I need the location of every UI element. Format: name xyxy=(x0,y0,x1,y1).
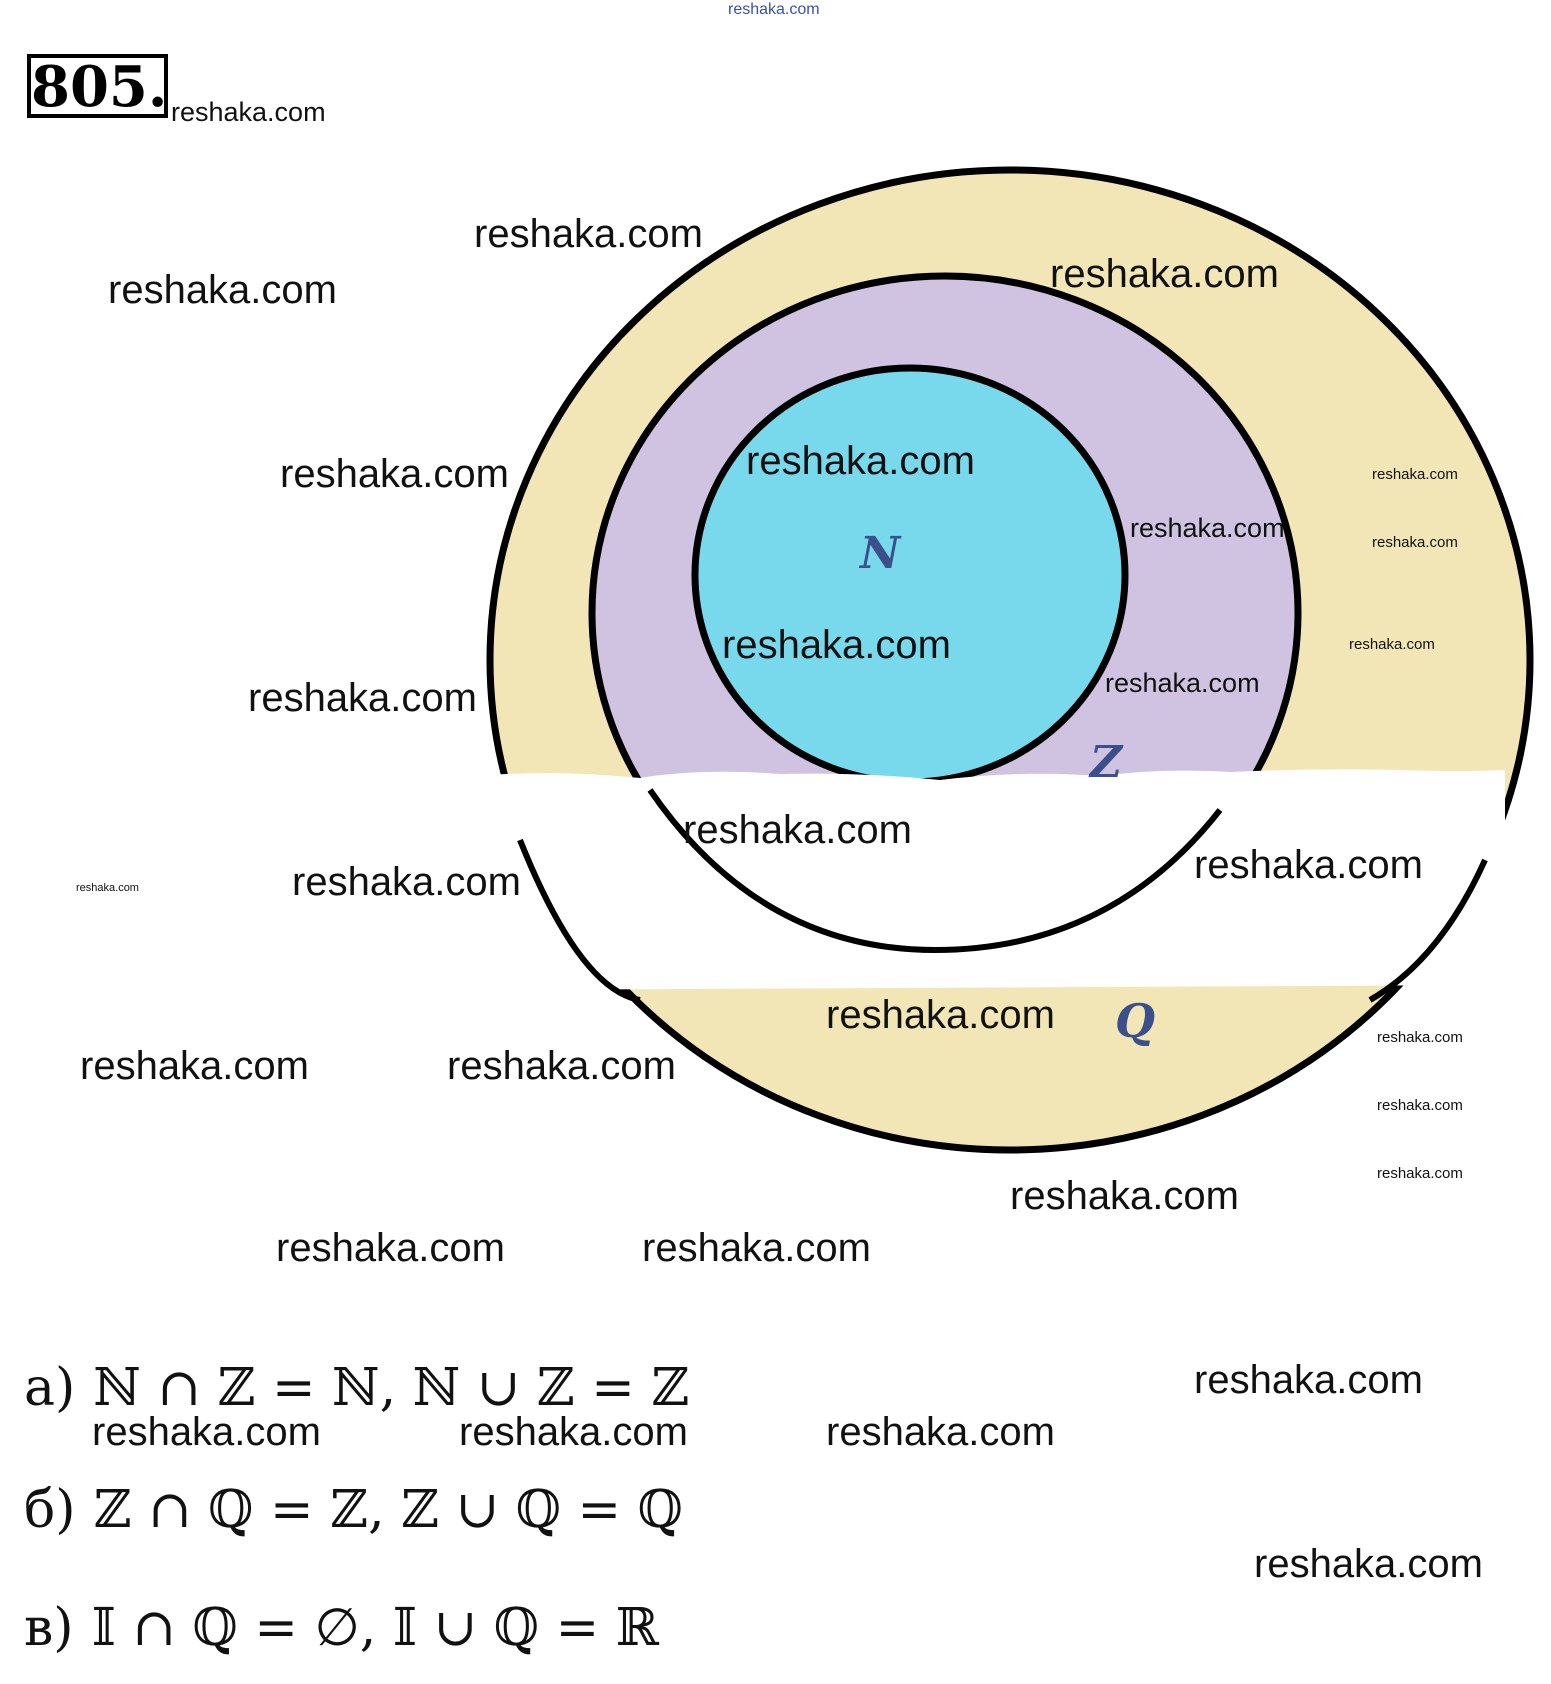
watermark: reshaka.com xyxy=(76,882,139,894)
watermark: reshaka.com xyxy=(1010,1174,1239,1218)
answer-a-expression: ℕ ∩ ℤ = ℕ, ℕ ∪ ℤ = ℤ xyxy=(93,1358,690,1418)
watermark: reshaka.com xyxy=(728,1,820,18)
watermark: reshaka.com xyxy=(1372,466,1458,483)
rationals-label: Q xyxy=(1115,994,1155,1048)
integers-label: Z xyxy=(1088,737,1124,788)
problem-number: 805. xyxy=(27,54,168,118)
watermark: reshaka.com xyxy=(447,1044,676,1088)
watermark: reshaka.com xyxy=(683,808,912,852)
answer-c-expression: 𝕀 ∩ ℚ = ∅, 𝕀 ∪ ℚ = ℝ xyxy=(91,1598,659,1658)
watermark: reshaka.com xyxy=(1105,668,1260,698)
watermark: reshaka.com xyxy=(1194,843,1423,887)
erased-band xyxy=(470,769,1505,990)
watermark: reshaka.com xyxy=(1377,1097,1463,1114)
watermark: reshaka.com xyxy=(1377,1029,1463,1046)
naturals-label: N xyxy=(858,528,902,579)
watermark: reshaka.com xyxy=(1254,1542,1483,1586)
watermark: reshaka.com xyxy=(1130,513,1285,543)
watermark: reshaka.com xyxy=(722,623,951,667)
answer-b-expression: ℤ ∩ ℚ = ℤ, ℤ ∪ ℚ = ℚ xyxy=(93,1480,683,1540)
watermark: reshaka.com xyxy=(826,1410,1055,1454)
rationals-lower-arc xyxy=(517,838,641,1003)
watermark: reshaka.com xyxy=(171,97,326,127)
answer-b-label: б) xyxy=(24,1480,76,1540)
answer-a-label: а) xyxy=(24,1358,76,1418)
naturals-set-circle xyxy=(691,364,1129,786)
watermark: reshaka.com xyxy=(276,1226,505,1270)
watermark: reshaka.com xyxy=(108,268,337,312)
watermark: reshaka.com xyxy=(746,439,975,483)
watermark: reshaka.com xyxy=(459,1410,688,1454)
answer-c-label: в) xyxy=(24,1598,74,1658)
watermark: reshaka.com xyxy=(1050,252,1279,296)
watermark: reshaka.com xyxy=(248,676,477,720)
answer-b: б)ℤ ∩ ℚ = ℤ, ℤ ∪ ℚ = ℚ xyxy=(24,1484,683,1536)
watermark: reshaka.com xyxy=(474,212,703,256)
watermark: reshaka.com xyxy=(1194,1358,1423,1402)
watermark: reshaka.com xyxy=(280,452,509,496)
watermark: reshaka.com xyxy=(826,993,1055,1037)
watermark: reshaka.com xyxy=(292,860,521,904)
answer-c: в)𝕀 ∩ ℚ = ∅, 𝕀 ∪ ℚ = ℝ xyxy=(24,1602,659,1654)
answer-a: а)ℕ ∩ ℤ = ℕ, ℕ ∪ ℤ = ℤ xyxy=(24,1362,689,1414)
integers-lower-arc xyxy=(647,788,1223,954)
watermark: reshaka.com xyxy=(92,1410,321,1454)
watermark: reshaka.com xyxy=(1377,1165,1463,1182)
watermark: reshaka.com xyxy=(80,1044,309,1088)
rationals-right-arc xyxy=(1368,858,1488,1003)
watermark: reshaka.com xyxy=(1349,636,1435,653)
watermark: reshaka.com xyxy=(642,1226,871,1270)
watermark: reshaka.com xyxy=(1372,534,1458,551)
